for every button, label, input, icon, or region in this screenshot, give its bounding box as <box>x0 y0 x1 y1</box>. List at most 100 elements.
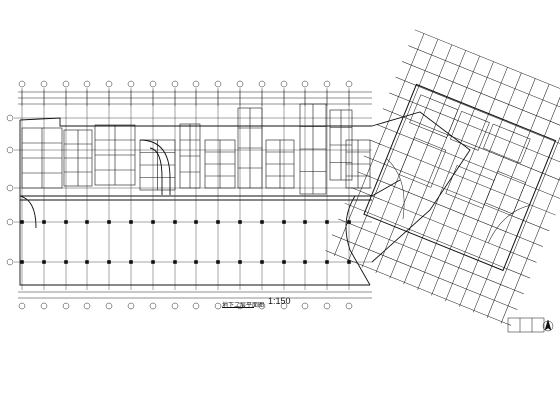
wing-ramp <box>488 205 530 243</box>
wing-room <box>483 123 531 164</box>
wing-grid-line <box>431 72 522 296</box>
column <box>325 220 329 224</box>
wing-grid-line <box>459 84 550 307</box>
connector-wall <box>371 111 471 263</box>
north-arrow-pointer <box>544 319 552 331</box>
axis-bubble <box>127 80 135 88</box>
drawing-scale: 1:150 <box>268 296 291 306</box>
wing-grid-line <box>403 61 494 285</box>
wing-grid-line <box>338 218 524 295</box>
wing-grid-line <box>395 76 560 153</box>
wing-grid-line <box>486 95 560 318</box>
outer-wall <box>19 117 372 127</box>
wing-grid-line <box>408 45 560 121</box>
axis-bubble <box>149 302 157 310</box>
wing-grid-line <box>331 234 518 310</box>
axis-bubble <box>280 80 288 88</box>
axis-bubble <box>301 80 309 88</box>
wing-grid-line <box>370 139 556 216</box>
wing-grid-line <box>401 61 560 137</box>
wing-grid-line <box>382 108 560 184</box>
axis-bubble <box>236 80 244 88</box>
wing-grid-line <box>500 100 560 324</box>
column <box>173 220 177 224</box>
axis-bubble <box>105 80 113 88</box>
legend-box <box>507 317 545 333</box>
ramp-curve <box>19 195 37 229</box>
axis-bubble <box>6 146 14 154</box>
axis-bubble <box>258 80 266 88</box>
core-rooms <box>20 103 371 264</box>
column <box>107 260 111 264</box>
axis-bubble <box>345 80 353 88</box>
column <box>325 260 329 264</box>
dimension-lines <box>18 90 372 299</box>
axis-bubble <box>127 302 135 310</box>
axis-bubble <box>214 80 222 88</box>
wing-grid-line <box>389 55 480 279</box>
column <box>151 260 155 264</box>
ramp-curve <box>139 139 171 195</box>
wing-ramp <box>386 158 405 220</box>
column <box>216 260 220 264</box>
axis-bubble <box>105 302 113 310</box>
axis-bubble <box>171 302 179 310</box>
column <box>107 220 111 224</box>
axis-bubble <box>6 218 14 226</box>
axis-bubble <box>40 80 48 88</box>
axis-grid <box>14 88 372 290</box>
wing-grid-line <box>325 250 512 326</box>
column <box>347 260 351 264</box>
column <box>151 220 155 224</box>
wing-grid-line <box>357 171 543 247</box>
wing-grid-line <box>333 33 425 257</box>
wing-room <box>409 94 459 138</box>
axis-bubble <box>258 302 266 310</box>
north-arrow-icon <box>507 317 554 333</box>
column <box>260 260 264 264</box>
column <box>129 260 133 264</box>
axis-bubble <box>18 80 26 88</box>
wing-room <box>484 170 526 215</box>
axis-bubble <box>301 302 309 310</box>
axis-bubble <box>6 184 14 192</box>
column <box>260 220 264 224</box>
axis-bubble <box>62 80 70 88</box>
rotated-wing <box>325 29 560 326</box>
axis-bubble <box>171 80 179 88</box>
column <box>20 220 24 224</box>
column <box>42 260 46 264</box>
axis-bubble <box>280 302 288 310</box>
column <box>173 260 177 264</box>
wing-grid-line <box>414 29 560 105</box>
axis-bubble <box>18 302 26 310</box>
wing-grid-line <box>375 50 466 274</box>
axis-bubble <box>62 302 70 310</box>
column <box>129 220 133 224</box>
axis-bubble <box>83 302 91 310</box>
wing-grid-line <box>347 39 439 262</box>
wing-room <box>399 137 447 188</box>
column <box>194 260 198 264</box>
axis-bubble <box>6 258 14 266</box>
axis-bubble <box>192 80 200 88</box>
axis-bubble <box>214 302 222 310</box>
column <box>238 220 242 224</box>
column <box>64 260 68 264</box>
axis-bubble <box>83 80 91 88</box>
axis-bubble <box>192 302 200 310</box>
wing-grid-line <box>389 92 560 169</box>
axis-bubble <box>345 302 353 310</box>
wing-room <box>450 110 490 151</box>
column <box>303 220 307 224</box>
ramp-curve <box>345 195 371 286</box>
wall-lines <box>19 111 471 286</box>
drawing-title: 地下二层平面图 <box>222 302 265 309</box>
axis-bubble <box>149 80 157 88</box>
column <box>85 220 89 224</box>
wing-grid-line <box>350 187 537 263</box>
axis-bubble <box>323 80 331 88</box>
title-underline <box>222 307 254 308</box>
axis-bubble <box>323 302 331 310</box>
column <box>238 260 242 264</box>
